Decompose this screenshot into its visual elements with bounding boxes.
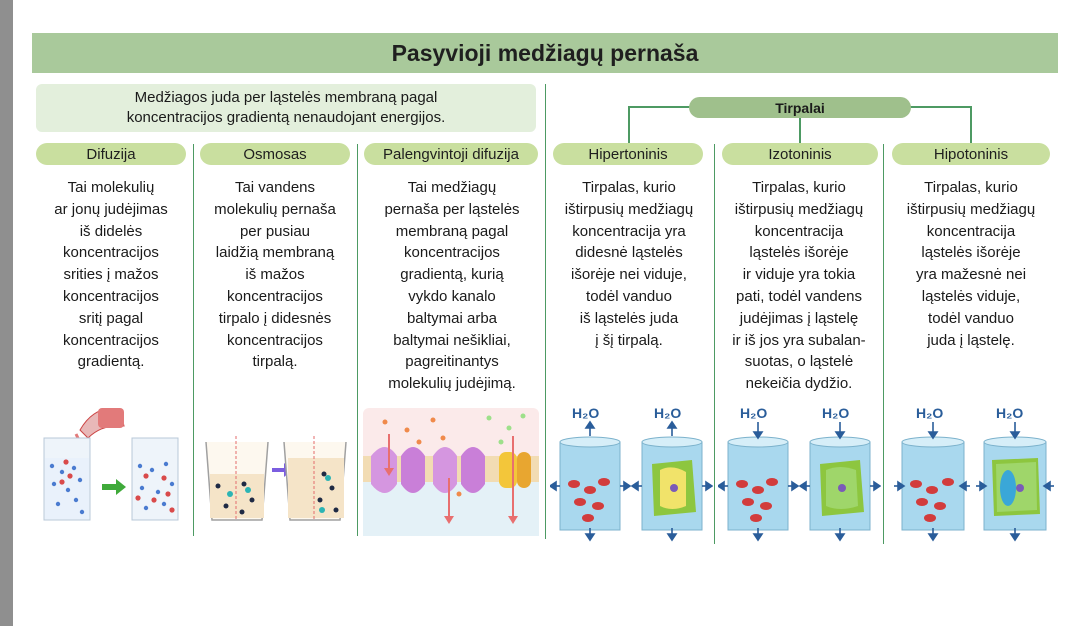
page-title: Pasyvioji medžiagų pernaša bbox=[391, 39, 699, 66]
label-osmosas: Osmosas bbox=[200, 143, 350, 165]
label-hipotoninis: Hipotoninis bbox=[892, 143, 1050, 165]
osmosis-illustration bbox=[205, 436, 347, 521]
text-difuzija: Tai molekulių ar jonų judėjimas iš didel… bbox=[54, 179, 168, 371]
window-left-edge bbox=[0, 0, 13, 626]
bracket-left-vertical bbox=[628, 106, 630, 144]
description-text: Medžiagos juda per ląstelės membraną pag… bbox=[126, 89, 446, 126]
svg-text:H₂O: H₂O bbox=[740, 405, 767, 421]
text-osmosas: Tai vandens molekulių pernaša per pusiau… bbox=[214, 179, 336, 371]
divider-2 bbox=[357, 144, 358, 536]
divider-3 bbox=[545, 84, 546, 539]
text-palengvintoji: Tai medžiagų pernaša per ląstelės membra… bbox=[384, 179, 520, 393]
h2o-label: H₂O bbox=[572, 405, 599, 421]
hypotonic-illustration: H₂O H₂O bbox=[894, 405, 1054, 542]
bracket-right-horizontal bbox=[910, 106, 972, 108]
divider-1 bbox=[193, 144, 194, 536]
description-box: Medžiagos juda per ląstelės membraną pag… bbox=[36, 84, 536, 132]
divider-4 bbox=[714, 144, 715, 544]
label-izotoninis: Izotoninis bbox=[722, 143, 878, 165]
hypertonic-illustration: H₂O H₂O bbox=[550, 405, 713, 542]
divider-5 bbox=[883, 144, 884, 544]
label-palengvintoji-difuzija: Palengvintoji difuzija bbox=[364, 143, 538, 165]
svg-text:H₂O: H₂O bbox=[654, 405, 681, 421]
text-hipertoninis: Tirpalas, kurio ištirpusių medžiagų konc… bbox=[564, 179, 694, 349]
facilitated-diffusion-illustration bbox=[363, 408, 539, 536]
bracket-center-vertical bbox=[799, 118, 801, 144]
svg-text:H₂O: H₂O bbox=[916, 405, 943, 421]
bracket-left-horizontal bbox=[628, 106, 690, 108]
text-hipotoninis: Tirpalas, kurio ištirpusių medžiagų konc… bbox=[906, 179, 1036, 349]
isotonic-illustration: H₂O H₂O bbox=[718, 405, 881, 542]
bracket-right-vertical bbox=[970, 106, 972, 144]
tirpalai-label: Tirpalai bbox=[689, 97, 911, 118]
title-banner: Pasyvioji medžiagų pernaša bbox=[32, 33, 1058, 73]
svg-text:H₂O: H₂O bbox=[996, 405, 1023, 421]
svg-text:H₂O: H₂O bbox=[822, 405, 849, 421]
diffusion-illustration bbox=[43, 408, 179, 521]
text-izotoninis: Tirpalas, kurio ištirpusių medžiagų konc… bbox=[732, 179, 866, 393]
label-difuzija: Difuzija bbox=[36, 143, 186, 165]
label-hipertoninis: Hipertoninis bbox=[553, 143, 703, 165]
